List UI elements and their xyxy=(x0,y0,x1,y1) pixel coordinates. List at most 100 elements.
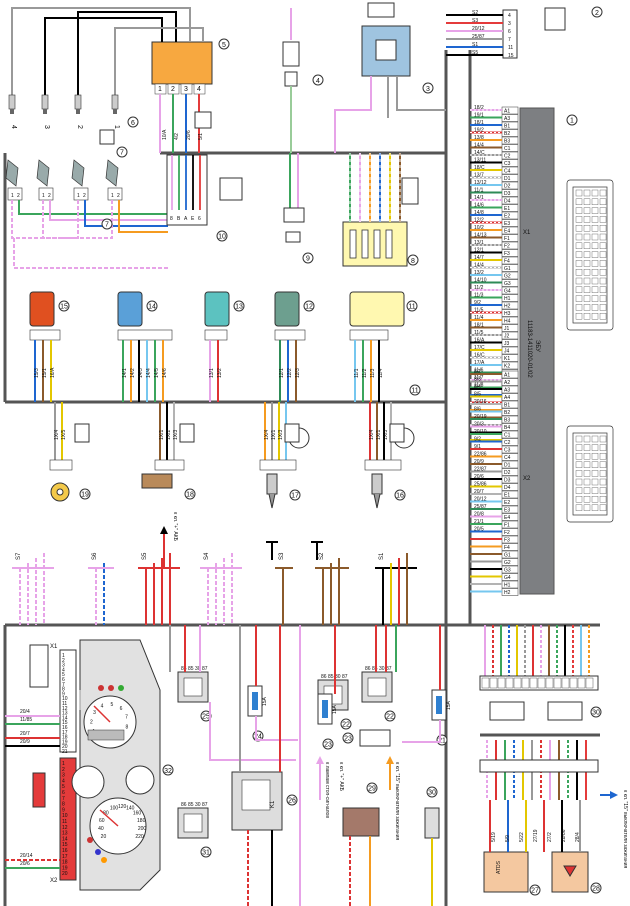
ecu-pin-x2: H2 xyxy=(504,590,511,596)
callout-circle xyxy=(366,782,378,794)
callout-circle xyxy=(590,882,602,894)
ecu-label: ЭБУ xyxy=(534,340,540,352)
cluster-wire-label: 20/4 xyxy=(20,709,30,715)
top-conn-pin: 4 xyxy=(508,13,511,19)
connector-cell xyxy=(599,216,607,223)
sensor-wire-label: 14/5 xyxy=(154,368,160,378)
connector-cell xyxy=(599,504,607,511)
callout-22: 22 xyxy=(386,714,394,721)
connector-cell xyxy=(575,444,583,451)
cluster-pin: 16 xyxy=(62,848,68,854)
ecu-wire-label: 14/8 xyxy=(474,210,484,216)
ecu-wire-label: 11/6 xyxy=(474,368,484,374)
ecu-pin-x1: E4 xyxy=(504,229,510,235)
ecu-wire-label: 16/C xyxy=(474,353,485,359)
cluster-pin: 1 xyxy=(62,761,65,767)
ecu-wire-label: 20/8 xyxy=(474,512,484,518)
top-conn-pin: 3 xyxy=(508,21,511,27)
ecu-wire-label: 11/4 xyxy=(474,315,484,321)
connector-cell xyxy=(575,189,583,197)
connector-cell xyxy=(513,677,522,689)
tacho-tick: 8 xyxy=(125,724,128,730)
relay-pin: 85 xyxy=(188,666,194,672)
wire xyxy=(255,716,298,741)
connector-cell xyxy=(575,224,583,232)
right-module: 30к кл. "15" выключателя зажиганияATDS27… xyxy=(479,625,628,896)
oxygen-sensor-icon xyxy=(371,473,383,495)
ecu-pin-x2: C3 xyxy=(504,448,511,454)
tacho-tick: 5 xyxy=(111,702,114,708)
ecu-wire-label: 20/7 xyxy=(474,489,484,495)
module-wire-label: 5/9 xyxy=(505,835,511,842)
sensor-12-icon xyxy=(274,291,300,327)
ecu-pin-x1: A3 xyxy=(504,116,510,122)
connector-cell xyxy=(583,295,591,302)
callout-31: 31 xyxy=(202,850,210,857)
injector-icon xyxy=(5,159,19,187)
connector-cell xyxy=(553,677,562,689)
fuse-element xyxy=(322,700,328,718)
coil-wire-label: 20/6 xyxy=(186,130,192,140)
wire xyxy=(209,702,296,761)
spark-plug-icon xyxy=(111,94,119,110)
cluster-pin: 2 xyxy=(62,658,65,664)
cluster-pin: 13 xyxy=(62,831,68,837)
connector-cell xyxy=(583,260,591,267)
spark-plug-number: 1 xyxy=(113,125,120,129)
cluster-pin: 7 xyxy=(62,682,65,688)
ecu-wire-label: 11/7 xyxy=(474,375,484,381)
callout-15: 15 xyxy=(60,304,68,311)
sensor-wire-label: 11/3 xyxy=(370,368,376,378)
sensor-wire-label: 1X/3 xyxy=(383,429,389,440)
callout-circle xyxy=(394,489,406,501)
ecu-wire-label: 20/12 xyxy=(474,497,487,503)
relay-pin: 86 xyxy=(181,802,187,808)
connector-cell xyxy=(583,277,591,285)
spark-plug-number: 2 xyxy=(76,125,83,129)
sensor-wire-label: 15/3 xyxy=(34,368,40,378)
ecu-wire-label: 9/2 xyxy=(474,300,481,306)
ecu-pin-x2: B3 xyxy=(504,418,510,424)
callout-circle xyxy=(200,846,212,858)
connector-cell xyxy=(575,453,583,460)
sensor-wire-label: 11/4 xyxy=(378,368,384,378)
callout-circle xyxy=(302,252,314,264)
ecu-wire-label: 11/2 xyxy=(474,285,484,291)
tacho-tick: 2 xyxy=(90,719,93,725)
sensor-wire-label: 15/1 xyxy=(42,368,48,378)
cluster-pin: 5 xyxy=(62,672,65,678)
ecu-pin-x2: G4 xyxy=(504,575,511,581)
ecu-pin-x1: J4 xyxy=(504,349,510,355)
ecu-pin-x2: F4 xyxy=(504,545,510,551)
connector-cell xyxy=(575,260,583,267)
callout-11: 11 xyxy=(411,388,418,395)
cluster-pin: 11 xyxy=(62,819,67,825)
spark-plug-number: 3 xyxy=(43,125,50,129)
ecu-wire-label: 13/1 xyxy=(474,240,484,246)
sensor-connector xyxy=(349,329,389,341)
ecu-wire-label: 20/6 xyxy=(474,474,484,480)
connector-cell xyxy=(599,470,607,477)
callout-6: 6 xyxy=(131,120,135,127)
callout-32: 32 xyxy=(164,768,172,775)
injector-pin: 2 xyxy=(17,193,20,199)
ecu-wire-label: 12/2 xyxy=(474,218,484,224)
fuse-rating: 15A xyxy=(332,704,338,714)
ecu-wire-label: 19/1 xyxy=(474,113,484,119)
callout-circle xyxy=(529,884,541,896)
fuse-rating: 15A xyxy=(446,700,452,710)
connector-cell xyxy=(575,478,583,486)
fuse-element xyxy=(436,696,442,714)
ecu-wire-label: 20/5 xyxy=(474,527,484,533)
top-conn-wire-label: S2 xyxy=(472,10,478,16)
callout-circle xyxy=(289,489,301,501)
relay-pin: 87 xyxy=(386,666,392,672)
wire xyxy=(84,200,168,227)
connector-cell xyxy=(599,198,607,206)
callout-21: 21 xyxy=(438,738,446,745)
callout-27: 27 xyxy=(531,888,539,895)
ecu-pin-x1: K1 xyxy=(504,356,510,362)
speedo-tick: 100 xyxy=(110,806,119,812)
